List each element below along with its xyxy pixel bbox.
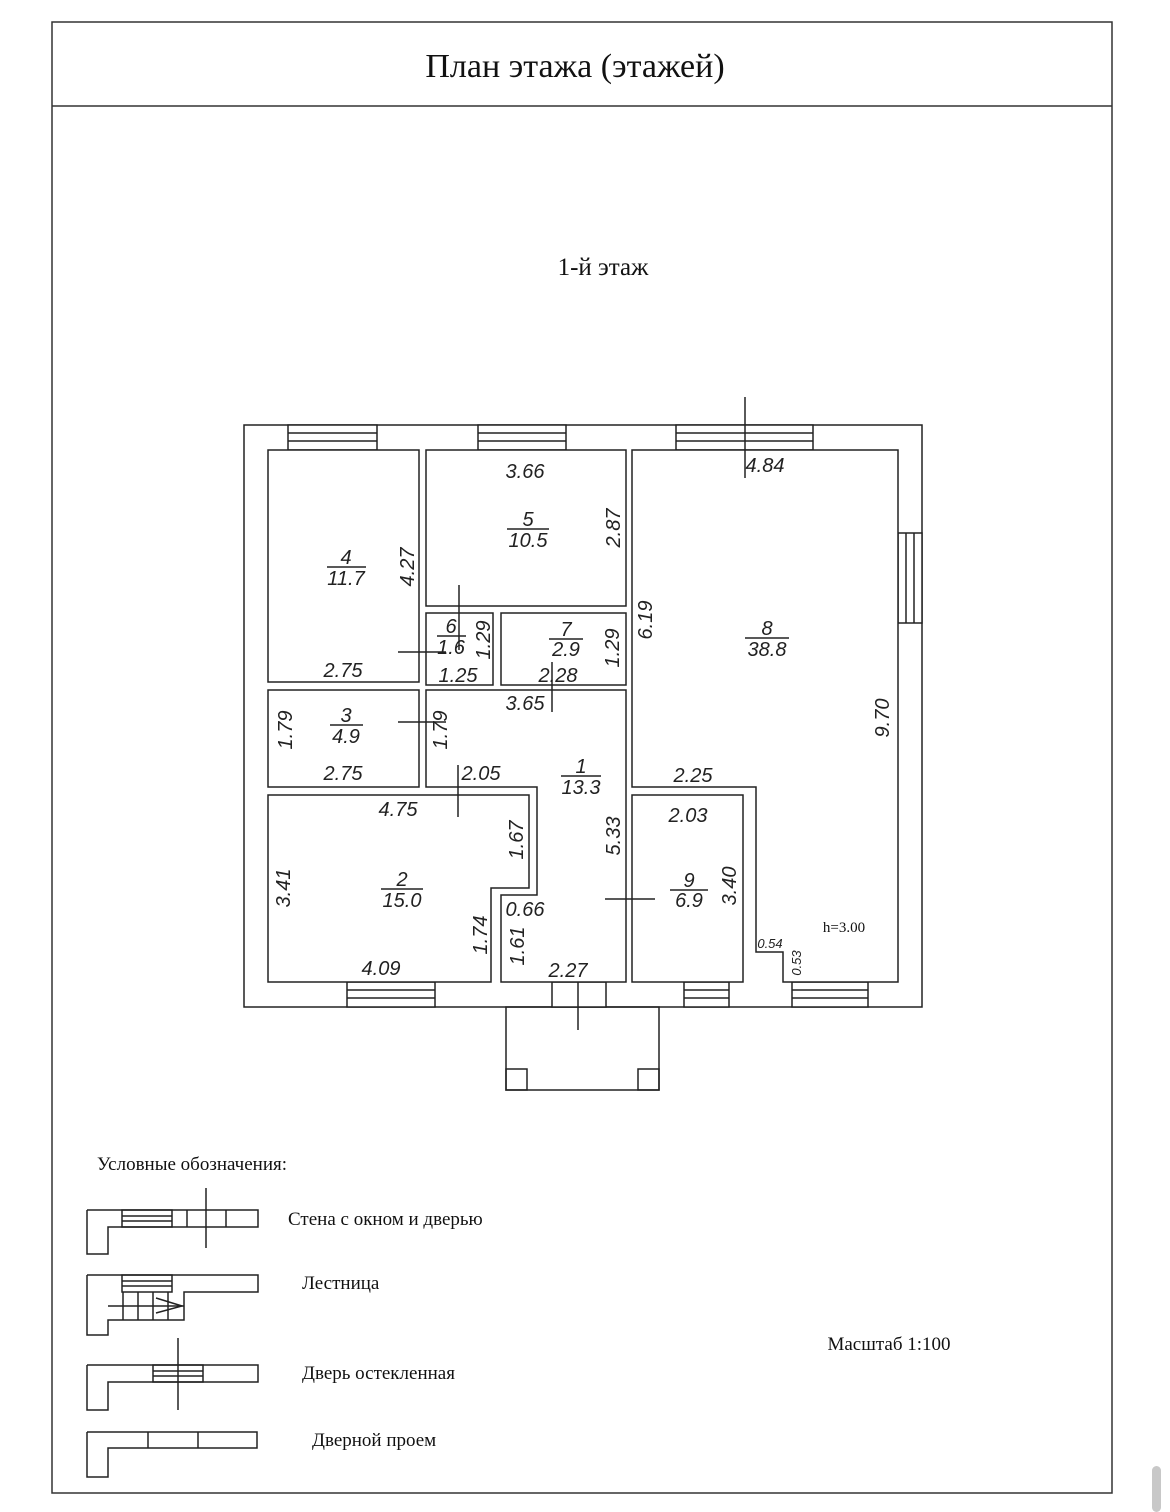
window bbox=[346, 981, 436, 1008]
svg-text:4.27: 4.27 bbox=[397, 547, 419, 587]
svg-text:1.29: 1.29 bbox=[602, 629, 624, 668]
svg-text:6: 6 bbox=[445, 616, 457, 638]
page-frame bbox=[51, 21, 1113, 1494]
svg-text:3.41: 3.41 bbox=[273, 869, 295, 908]
svg-text:2.03: 2.03 bbox=[668, 805, 708, 827]
room-label-8: 838.8 bbox=[745, 618, 789, 661]
legend-label: Лестница bbox=[302, 1273, 380, 1294]
dimension-labels: 3.66 2.87 4.27 2.75 1.29 1.25 2.28 1.29 … bbox=[273, 455, 894, 982]
svg-text:3.40: 3.40 bbox=[719, 867, 741, 906]
svg-text:1.67: 1.67 bbox=[506, 820, 528, 860]
room-label-4: 411.7 bbox=[327, 547, 366, 590]
svg-text:10.5: 10.5 bbox=[509, 530, 549, 552]
room-label-1: 113.3 bbox=[561, 756, 601, 799]
svg-text:1.79: 1.79 bbox=[430, 711, 452, 750]
page-title: План этажа (этажей) bbox=[425, 48, 724, 85]
svg-text:4.84: 4.84 bbox=[746, 455, 785, 477]
window bbox=[477, 424, 567, 451]
svg-text:1.79: 1.79 bbox=[275, 711, 297, 750]
room-label-3: 34.9 bbox=[330, 705, 363, 748]
room-9 bbox=[631, 794, 744, 983]
svg-text:2.25: 2.25 bbox=[673, 765, 714, 787]
window bbox=[287, 424, 378, 451]
svg-text:4.09: 4.09 bbox=[362, 958, 401, 980]
room-label-7: 72.9 bbox=[549, 619, 583, 661]
svg-text:1.74: 1.74 bbox=[470, 916, 492, 955]
svg-text:2.87: 2.87 bbox=[603, 508, 625, 549]
svg-text:9: 9 bbox=[683, 870, 694, 892]
svg-text:3.65: 3.65 bbox=[506, 693, 546, 715]
window bbox=[897, 532, 923, 624]
room-7 bbox=[500, 612, 627, 686]
svg-text:4.75: 4.75 bbox=[379, 799, 419, 821]
svg-text:6.9: 6.9 bbox=[675, 890, 703, 912]
room-1 bbox=[425, 689, 627, 983]
legend-symbol-doorway bbox=[86, 1431, 258, 1478]
svg-text:2.75: 2.75 bbox=[323, 660, 364, 682]
floor-label: 1-й этаж bbox=[558, 254, 650, 281]
svg-text:1.6: 1.6 bbox=[437, 637, 466, 659]
svg-text:2.05: 2.05 bbox=[461, 763, 502, 785]
svg-text:7: 7 bbox=[560, 619, 572, 641]
svg-text:5.33: 5.33 bbox=[603, 817, 625, 856]
room-4 bbox=[267, 449, 420, 683]
svg-text:0.66: 0.66 bbox=[506, 899, 546, 921]
room-8 bbox=[631, 449, 899, 983]
legend-symbol-stairs bbox=[86, 1274, 259, 1336]
svg-text:4: 4 bbox=[340, 547, 351, 569]
scrollbar[interactable] bbox=[1152, 1466, 1161, 1512]
room-5 bbox=[425, 449, 627, 607]
svg-text:2: 2 bbox=[395, 869, 407, 891]
legend: Условные обозначения: Стена с окном и дв… bbox=[86, 1154, 483, 1478]
porch bbox=[505, 1006, 660, 1091]
room-label-5: 510.5 bbox=[507, 509, 549, 552]
svg-text:1.25: 1.25 bbox=[439, 665, 479, 687]
svg-text:3.66: 3.66 bbox=[506, 461, 546, 483]
svg-text:8: 8 bbox=[761, 618, 772, 640]
door-marks bbox=[398, 397, 746, 900]
svg-text:13.3: 13.3 bbox=[562, 777, 601, 799]
room-3 bbox=[267, 689, 420, 788]
legend-title: Условные обозначения: bbox=[97, 1154, 287, 1175]
legend-label: Стена с окном и дверью bbox=[288, 1209, 483, 1230]
svg-text:0.54: 0.54 bbox=[757, 936, 782, 951]
svg-text:9.70: 9.70 bbox=[872, 699, 894, 738]
svg-text:2.28: 2.28 bbox=[538, 665, 578, 687]
svg-text:11.7: 11.7 bbox=[327, 568, 365, 590]
room-label-9: 96.9 bbox=[670, 870, 708, 912]
ceiling-height-label: h=3.00 bbox=[823, 920, 865, 936]
legend-symbol-glazed-door bbox=[86, 1338, 259, 1411]
svg-text:1.29: 1.29 bbox=[473, 621, 495, 660]
legend-label: Дверь остекленная bbox=[302, 1363, 455, 1384]
legend-label: Дверной проем bbox=[312, 1430, 436, 1451]
floor-plan: 411.7 510.5 61.6 72.9 838.8 34.9 113.3 2… bbox=[243, 397, 923, 1091]
scale-label: Масштаб 1:100 bbox=[827, 1334, 950, 1355]
legend-symbol-wall-window-door bbox=[86, 1188, 259, 1255]
svg-text:3: 3 bbox=[340, 705, 351, 727]
svg-text:0.53: 0.53 bbox=[789, 950, 804, 976]
svg-text:38.8: 38.8 bbox=[748, 639, 787, 661]
svg-text:2.27: 2.27 bbox=[548, 960, 589, 982]
svg-text:15.0: 15.0 bbox=[383, 890, 422, 912]
room-label-2: 215.0 bbox=[381, 869, 423, 912]
svg-text:1.61: 1.61 bbox=[507, 927, 529, 966]
svg-text:2.9: 2.9 bbox=[551, 639, 580, 661]
window bbox=[791, 981, 869, 1008]
svg-text:5: 5 bbox=[522, 509, 534, 531]
svg-text:1: 1 bbox=[575, 756, 586, 778]
svg-text:6.19: 6.19 bbox=[635, 601, 657, 640]
room-label-6: 61.6 bbox=[437, 616, 466, 659]
window bbox=[683, 981, 730, 1008]
svg-text:2.75: 2.75 bbox=[323, 763, 364, 785]
svg-text:4.9: 4.9 bbox=[332, 726, 360, 748]
